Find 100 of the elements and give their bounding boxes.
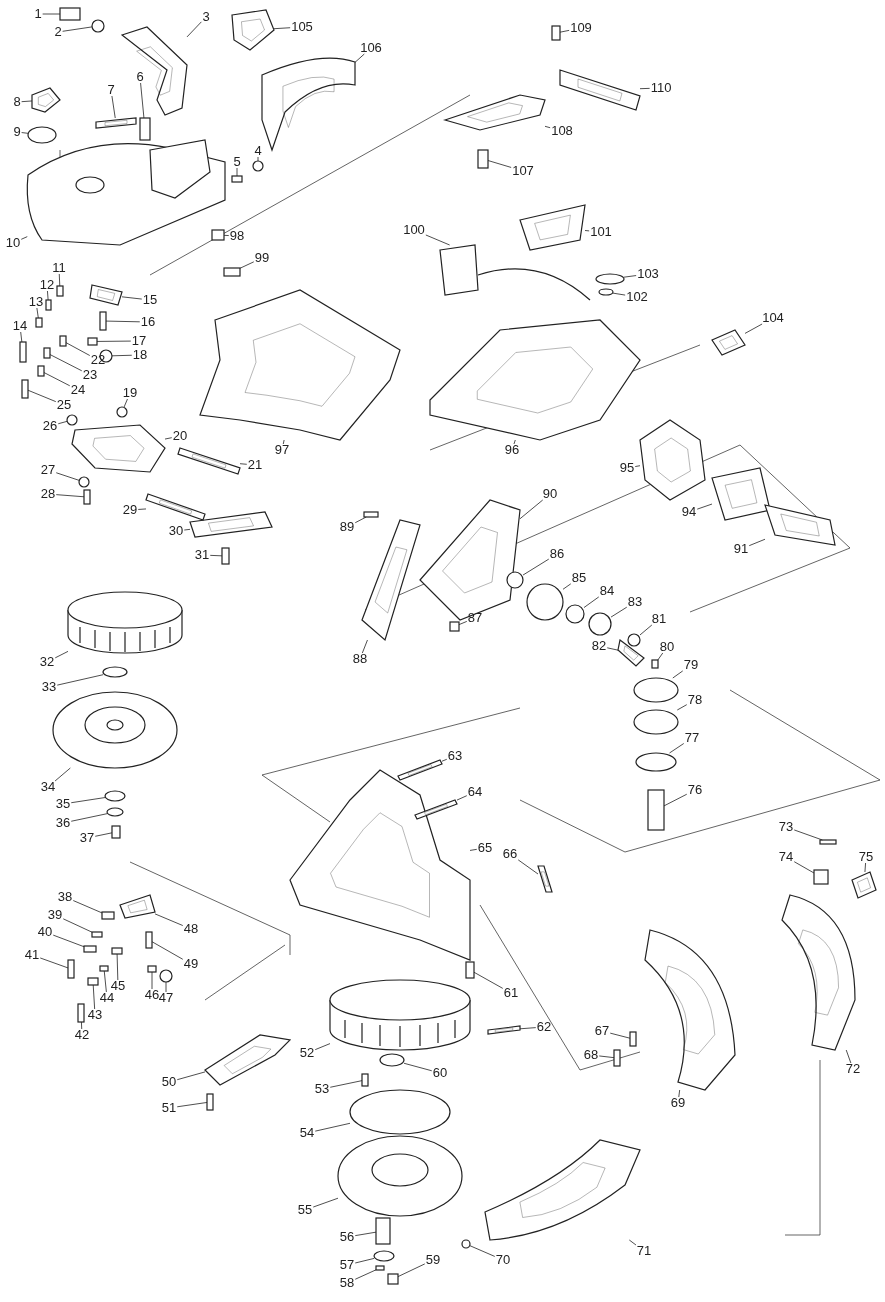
callout-number: 58 [339,1276,355,1290]
leader-line [111,95,116,119]
callout-number: 5 [233,155,241,169]
screw-drawing [477,149,489,169]
leader-line [354,53,365,63]
callout-number: 36 [55,816,71,830]
leader-line [223,234,230,236]
leader-line [744,323,763,334]
wheel-drawing [52,691,178,769]
leader-line [21,132,29,134]
flange-drawing [349,1089,451,1135]
leader-line [544,125,551,129]
pin-drawing [43,347,51,359]
callout-number: 10 [5,236,21,250]
pin-drawing [819,839,837,845]
callout-number: 31 [194,548,210,562]
leader-line [639,624,653,636]
callout-number: 78 [687,693,703,707]
leader-line [54,767,71,782]
cap-drawing [211,229,225,241]
callout-number: 66 [502,847,518,861]
callout-number: 2 [54,25,62,39]
callout-number: 68 [583,1048,599,1062]
leader-line [151,971,153,990]
callout-number: 51 [161,1101,177,1115]
callout-number: 108 [551,124,573,138]
leader-line [354,1258,375,1264]
pin-drawing [87,337,98,346]
leader-line [469,848,478,851]
leader-line [81,1021,83,1030]
leader-line [314,1043,331,1051]
leader-line [27,389,57,402]
leader-line [55,494,85,498]
screw-drawing [206,1093,214,1111]
leader-line [606,647,619,651]
leader-line [612,292,626,296]
pin-drawing [56,285,64,297]
bolt-drawing [19,341,27,363]
leader-line [116,953,119,981]
leader-line [47,290,49,301]
bolt-drawing [77,1003,85,1023]
leader-line [657,652,664,661]
callout-number: 95 [619,461,635,475]
callout-number: 52 [299,1046,315,1060]
leader-line [39,957,69,969]
pin-drawing [537,865,553,893]
callout-number: 62 [536,1020,552,1034]
rod-drawing [95,117,137,129]
cover-drawing [519,204,586,251]
sleeve-drawing [375,1217,391,1245]
callout-number: 88 [352,652,368,666]
leader-line [257,156,259,162]
leader-line [519,1027,537,1030]
leader-line [62,918,93,933]
leader-line [678,1089,681,1098]
leader-line [354,516,367,524]
fan-drawing [639,419,706,501]
dial-drawing [595,273,625,285]
callout-number: 34 [40,780,56,794]
leader-line [151,941,184,960]
callout-number: 32 [39,655,55,669]
rod-drawing [559,69,641,111]
leader-line [473,971,504,989]
callout-number: 53 [314,1082,330,1096]
callout-number: 56 [339,1230,355,1244]
callout-number: 14 [12,319,28,333]
leader-line [209,554,223,557]
callout-number: 72 [845,1062,861,1076]
callout-number: 54 [299,1126,315,1140]
handle-drawing [120,26,188,116]
leader-line [56,674,104,686]
callout-number: 16 [140,315,156,329]
callout-number: 8 [13,95,21,109]
callout-number: 4 [254,144,262,158]
callout-number: 6 [136,70,144,84]
guard-drawing [261,57,356,151]
leader-line [696,503,713,510]
callout-number: 69 [670,1096,686,1110]
pin-drawing [147,965,157,973]
leader-line [239,463,248,465]
connector-drawing [851,871,877,899]
callout-number: 76 [687,783,703,797]
callout-number: 12 [39,278,55,292]
leader-line [65,342,91,356]
nut-drawing [159,969,173,983]
callout-number: 102 [626,290,648,304]
gear-housing-drawing [419,499,521,621]
bearing-drawing [633,709,679,735]
callout-number: 55 [297,1203,313,1217]
callout-number: 27 [40,463,56,477]
screw-drawing [387,1273,399,1285]
leader-line [20,331,23,343]
leader-line [628,1239,637,1246]
pin-drawing [101,911,115,920]
callout-number: 67 [594,1024,610,1038]
callout-number: 77 [684,731,700,745]
callout-number: 35 [55,797,71,811]
leader-line [676,704,688,711]
leader-line [793,861,815,874]
pin-drawing [37,365,45,377]
